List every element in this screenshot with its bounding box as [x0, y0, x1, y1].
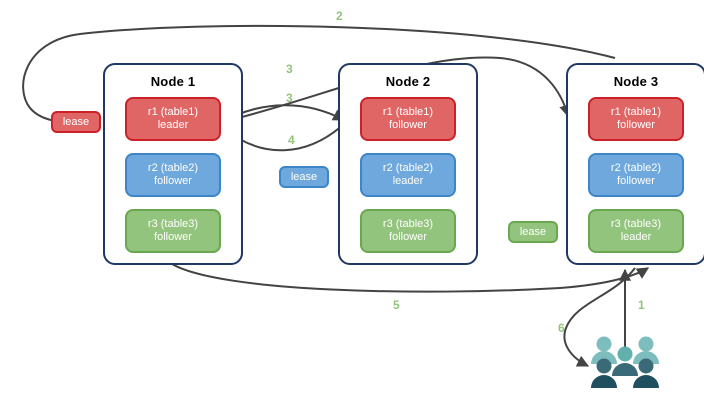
edge-step-5 — [171, 263, 650, 293]
step-label-4: 4 — [288, 134, 295, 146]
step-number: 3 — [286, 62, 293, 76]
node-card-node2[interactable]: Node 2 r1 (table1) follower r2 (table2) … — [338, 63, 478, 265]
lease-badge-r1[interactable]: lease — [51, 111, 101, 133]
replica-role: leader — [620, 231, 652, 243]
lease-badge-r2[interactable]: lease — [279, 166, 329, 188]
lease-badge-r3[interactable]: lease — [508, 221, 558, 243]
step-label-3-upper: 3 — [286, 63, 293, 75]
node-title: Node 3 — [613, 74, 659, 89]
replica-role: follower — [389, 119, 427, 131]
replica-name: r2 (table2) — [147, 162, 199, 174]
replica-box-r3[interactable]: r3 (table3) follower — [125, 209, 221, 253]
node-title: Node 1 — [150, 74, 196, 89]
step-number: 3 — [286, 91, 293, 105]
replica-name: r1 (table1) — [610, 106, 662, 118]
lease-label: lease — [519, 226, 547, 238]
replica-name: r2 (table2) — [610, 162, 662, 174]
step-number: 5 — [393, 298, 400, 312]
replica-role: leader — [157, 119, 189, 131]
step-label-5: 5 — [393, 299, 400, 311]
replica-box-r1[interactable]: r1 (table1) follower — [588, 97, 684, 141]
node-card-node1[interactable]: Node 1 r1 (table1) leader r2 (table2) fo… — [103, 63, 243, 265]
replica-role: follower — [617, 119, 655, 131]
edge-step-3-upper — [221, 56, 571, 123]
replica-role: follower — [617, 175, 655, 187]
replica-box-r2[interactable]: r2 (table2) follower — [588, 153, 684, 197]
replica-role: leader — [392, 175, 424, 187]
step-number: 6 — [558, 321, 565, 335]
replica-box-r1[interactable]: r1 (table1) leader — [125, 97, 221, 141]
replica-name: r1 (table1) — [382, 106, 434, 118]
step-label-1: 1 — [638, 299, 645, 311]
step-label-6: 6 — [558, 322, 565, 334]
replica-box-r3[interactable]: r3 (table3) leader — [588, 209, 684, 253]
edge-step-2 — [22, 24, 616, 128]
replica-role: follower — [154, 231, 192, 243]
replica-name: r3 (table3) — [382, 218, 434, 230]
replica-name: r1 (table1) — [147, 106, 199, 118]
replica-role: follower — [154, 175, 192, 187]
step-number: 2 — [336, 9, 343, 23]
lease-label: lease — [62, 116, 90, 128]
replica-role: follower — [389, 231, 427, 243]
step-label-3-lower: 3 — [286, 92, 293, 104]
node-card-node3[interactable]: Node 3 r1 (table1) follower r2 (table2) … — [566, 63, 704, 265]
step-number: 1 — [638, 298, 645, 312]
replica-name: r3 (table3) — [147, 218, 199, 230]
step-label-2: 2 — [336, 10, 343, 22]
edge-step-4 — [225, 123, 345, 152]
replica-name: r3 (table3) — [610, 218, 662, 230]
step-number: 4 — [288, 133, 295, 147]
replica-name: r2 (table2) — [382, 162, 434, 174]
replica-box-r2[interactable]: r2 (table2) follower — [125, 153, 221, 197]
node-title: Node 2 — [385, 74, 431, 89]
replica-box-r3[interactable]: r3 (table3) follower — [360, 209, 456, 253]
lease-label: lease — [290, 171, 318, 183]
users-icon — [591, 336, 659, 388]
replica-box-r2[interactable]: r2 (table2) leader — [360, 153, 456, 197]
replica-box-r1[interactable]: r1 (table1) follower — [360, 97, 456, 141]
edge-step-6 — [563, 267, 636, 367]
